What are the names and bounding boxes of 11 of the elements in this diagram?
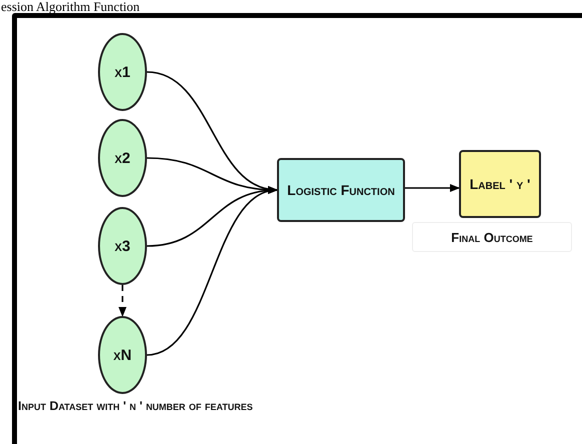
function-box: Logistic Function [277, 158, 405, 222]
feature-circle: x1 [98, 33, 147, 111]
feature-circle: xN [98, 316, 147, 394]
arrow [405, 184, 460, 192]
arrow [118, 285, 126, 317]
node-label: Final Outcome [412, 222, 572, 252]
feature-circle: x2 [98, 119, 147, 197]
output-box: Label ' y ' [459, 150, 541, 218]
title: ession Algorithm Function [1, 0, 140, 13]
feature-circle: x3 [98, 207, 147, 285]
caption: Input Dataset with ' n ' number of features [18, 399, 253, 413]
